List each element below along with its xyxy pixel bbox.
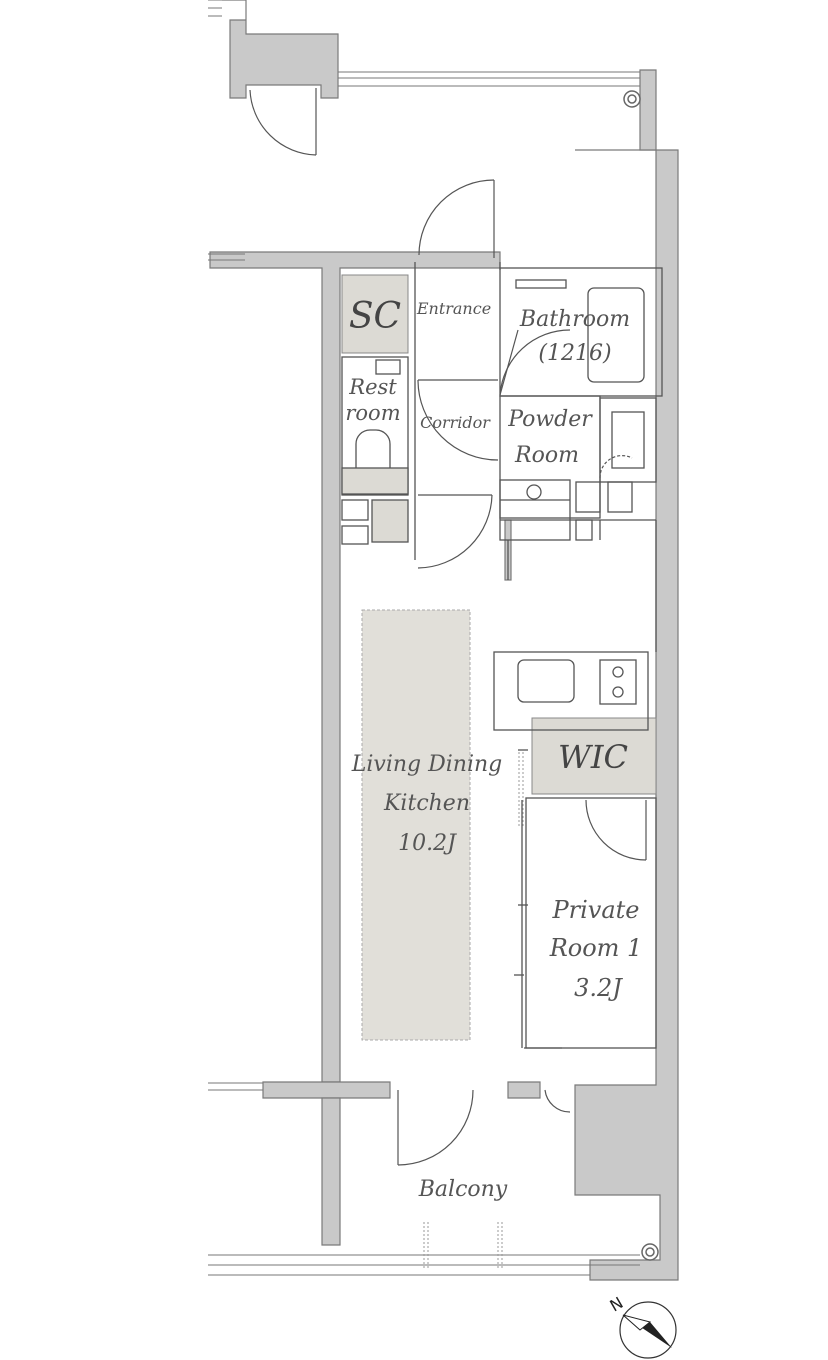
cabinet-c xyxy=(575,519,593,541)
east-wall-upper xyxy=(639,69,657,151)
east-exterior-wall xyxy=(574,149,679,1281)
label-corridor: Corridor xyxy=(420,413,491,432)
shoe-closet xyxy=(341,274,409,354)
compass-north-label: N xyxy=(607,1293,627,1315)
label-powder-2: Room xyxy=(514,443,579,468)
label-balcony: Balcony xyxy=(418,1177,508,1202)
doors xyxy=(249,88,647,1166)
label-restroom-2: room xyxy=(345,401,400,425)
bath-shelf xyxy=(515,279,567,289)
south-wall-mid xyxy=(507,1081,541,1099)
bathroom-outline xyxy=(499,267,663,397)
cabinet-b xyxy=(607,481,633,513)
ldk-floor-area xyxy=(361,609,471,1041)
sliding-track xyxy=(423,752,524,1268)
restroom-outline xyxy=(341,356,409,496)
label-private-1: Private xyxy=(551,896,639,924)
porch-door-swing xyxy=(249,89,317,156)
washer-space xyxy=(599,397,657,483)
label-private-size: 3.2J xyxy=(574,974,623,1002)
bathtub xyxy=(587,287,645,383)
label-bathroom: Bathroom xyxy=(519,307,630,332)
label-private-2: Room 1 xyxy=(549,934,643,962)
cabinet-a xyxy=(575,481,601,513)
railings xyxy=(208,0,640,1276)
toilet-tank xyxy=(375,359,401,375)
label-ldk-size: 10.2J xyxy=(398,831,457,856)
label-entrance: Entrance xyxy=(416,299,491,318)
walls xyxy=(209,0,679,1281)
label-wic: WIC xyxy=(558,738,628,776)
label-bathroom-size: (1216) xyxy=(538,341,611,366)
drains xyxy=(623,90,659,1261)
label-ldk-1: Living Dining xyxy=(351,752,503,777)
cooktop xyxy=(599,659,637,705)
private-room-outline xyxy=(525,797,657,1049)
label-powder-1: Powder xyxy=(507,407,593,432)
washer xyxy=(611,411,645,469)
entry-door-swing xyxy=(418,179,495,256)
compass: N xyxy=(607,1293,677,1359)
walk-in-closet xyxy=(531,717,657,795)
kitchen-counter xyxy=(493,651,649,731)
kitchen-sink xyxy=(517,659,575,703)
vanity xyxy=(499,479,571,541)
utility-box xyxy=(371,499,409,543)
label-restroom-1: Rest xyxy=(348,375,397,399)
label-sc: SC xyxy=(349,296,401,337)
south-wall-left xyxy=(262,1081,391,1099)
room-outlines xyxy=(341,262,663,1049)
top-porch-wall xyxy=(222,0,339,99)
label-ldk-2: Kitchen xyxy=(383,791,470,816)
balcony-divider xyxy=(321,1097,341,1246)
